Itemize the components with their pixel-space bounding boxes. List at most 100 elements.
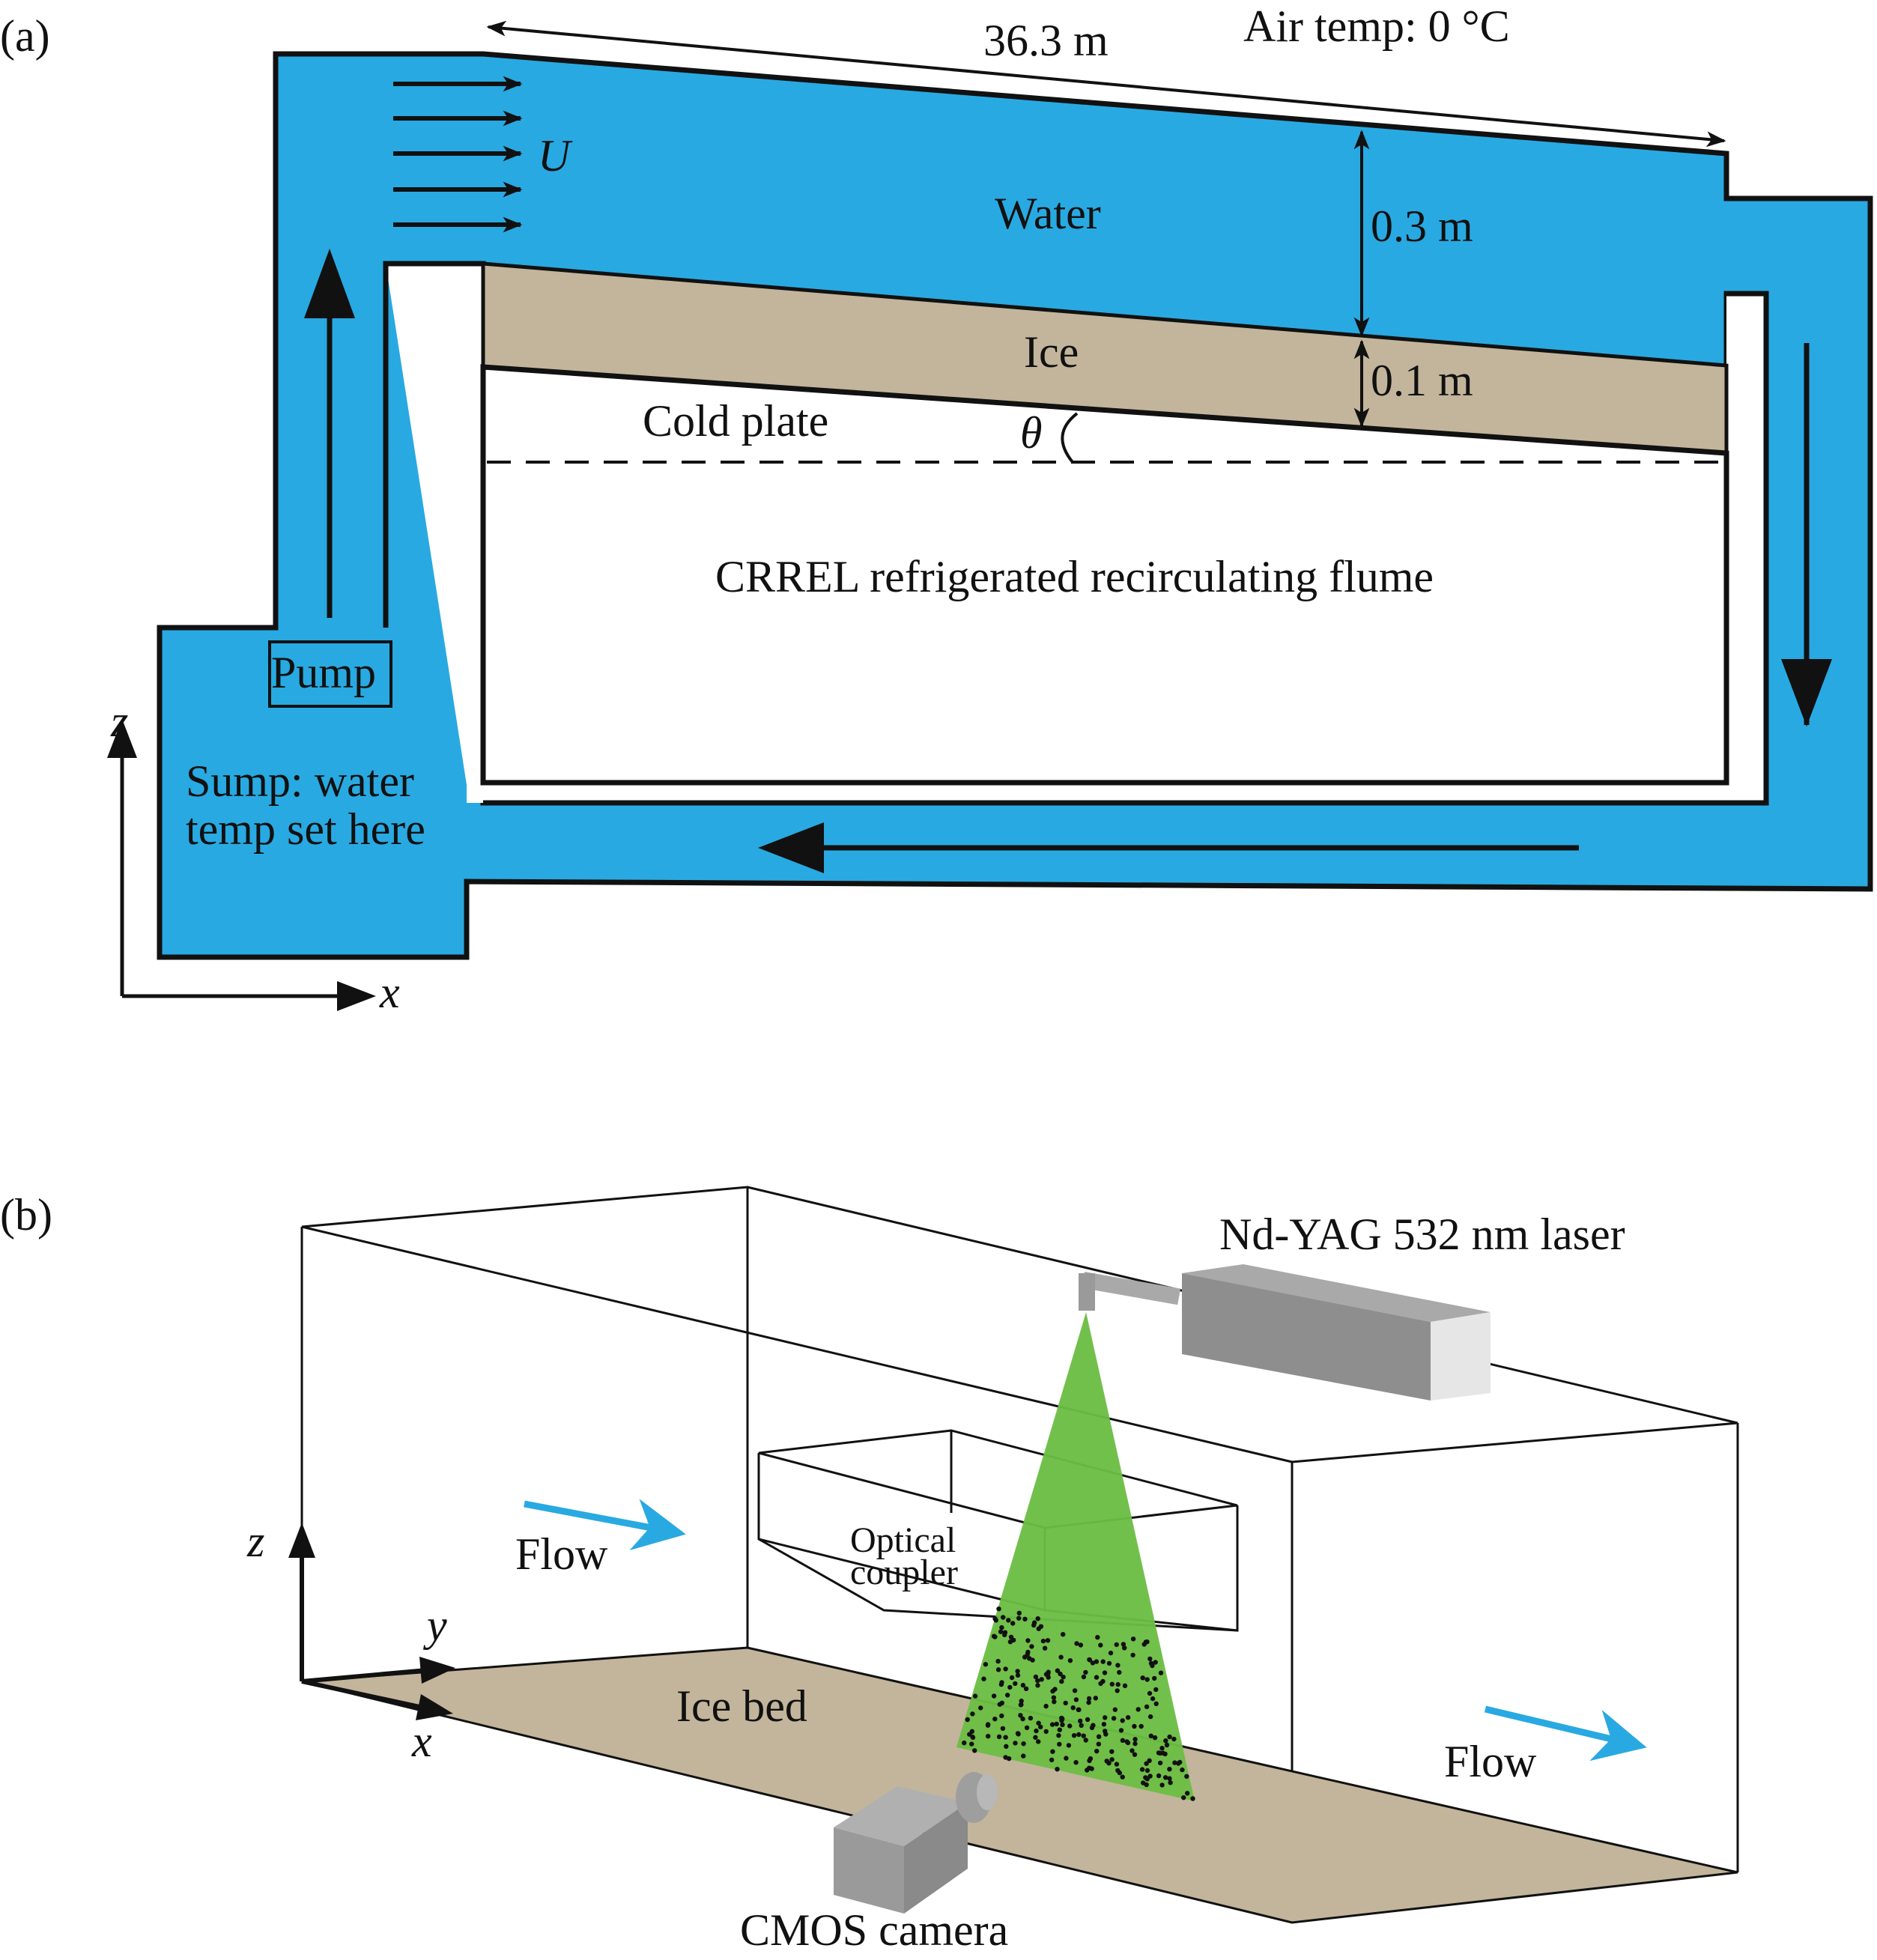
seeding-particle	[986, 1734, 991, 1739]
seeding-particle	[993, 1618, 999, 1623]
seeding-particle	[962, 1740, 967, 1746]
seeding-particle	[1112, 1707, 1118, 1712]
seeding-particle	[1046, 1669, 1051, 1675]
panel-b-tag: (b)	[0, 1190, 52, 1240]
seeding-particle	[1135, 1707, 1141, 1712]
seeding-particle	[1064, 1756, 1069, 1761]
seeding-particle	[1085, 1768, 1090, 1773]
seeding-particle	[1144, 1768, 1150, 1774]
seeding-particle	[1150, 1696, 1156, 1702]
seeding-particle	[1124, 1739, 1129, 1744]
seeding-particle	[1043, 1703, 1049, 1709]
seeding-particle	[1076, 1732, 1082, 1738]
seeding-particle	[1098, 1642, 1103, 1648]
seeding-particle	[1144, 1761, 1149, 1766]
seeding-particle	[1022, 1616, 1028, 1621]
panel-a: (a) θ 36.3 m Air temp: 0 °C U Water	[0, 1, 1873, 1017]
laser-nozzle	[1079, 1273, 1095, 1311]
seeding-particle	[1013, 1681, 1018, 1687]
seeding-particle	[1015, 1731, 1021, 1736]
inner-wall-bottom	[483, 291, 1769, 806]
seeding-particle	[1052, 1699, 1057, 1705]
seeding-particle	[1118, 1728, 1124, 1733]
seeding-particle	[1143, 1775, 1148, 1780]
seeding-particle	[1018, 1702, 1024, 1708]
seeding-particle	[1109, 1749, 1115, 1754]
seeding-particle	[1132, 1752, 1138, 1757]
seeding-particle	[1171, 1736, 1177, 1742]
axis-x-label: x	[379, 968, 400, 1017]
downflow-arrowhead	[1781, 659, 1832, 726]
laser-body-front	[1182, 1273, 1431, 1401]
axis-y-label-b: y	[422, 1601, 447, 1650]
seeding-particle	[1004, 1693, 1010, 1698]
seeding-particle	[1147, 1656, 1153, 1662]
seeding-particle	[999, 1713, 1004, 1719]
coupler-top-face	[758, 1429, 1238, 1529]
seeding-particle	[978, 1705, 983, 1711]
seeding-particle	[1167, 1767, 1172, 1772]
seeding-particle	[1036, 1720, 1041, 1726]
ice-label: Ice	[1024, 327, 1079, 377]
axis-z-arrowhead	[107, 719, 137, 758]
seeding-particle	[1156, 1773, 1162, 1779]
coupler-front-left-edge	[757, 1453, 1239, 1632]
seeding-particle	[998, 1629, 1004, 1634]
seeding-particle	[1021, 1753, 1026, 1759]
seeding-particle	[1158, 1670, 1164, 1675]
seeding-particle	[1181, 1795, 1186, 1800]
seeding-particle	[1024, 1725, 1030, 1731]
axis-y-arrowhead-b	[419, 1657, 455, 1684]
seeding-particle	[1115, 1681, 1121, 1687]
seeding-particle	[1093, 1696, 1099, 1701]
seeding-particle	[1055, 1668, 1061, 1673]
seeding-particle	[1117, 1669, 1122, 1675]
return-flow-arrowhead	[758, 822, 824, 873]
camera-body-top	[834, 1786, 968, 1846]
seeding-particle	[1078, 1642, 1084, 1648]
seeding-particle	[1089, 1725, 1095, 1731]
seeding-particle	[1094, 1748, 1100, 1754]
seeding-particle	[991, 1693, 997, 1699]
seeding-particle	[1003, 1755, 1008, 1760]
seeding-particle	[1086, 1700, 1091, 1705]
seeding-particle	[1140, 1675, 1145, 1681]
seeding-particle	[1159, 1746, 1165, 1751]
axis-x-label-b: x	[411, 1717, 432, 1766]
seeding-particle	[1031, 1620, 1037, 1625]
seeding-particle	[1058, 1654, 1064, 1660]
seeding-particle	[1109, 1681, 1115, 1687]
seeding-particle	[1120, 1774, 1125, 1780]
ice-thickness-label: 0.1 m	[1371, 356, 1473, 405]
seeding-particle	[1086, 1696, 1092, 1702]
seeding-particle	[1164, 1742, 1170, 1748]
seeding-particle	[1148, 1733, 1153, 1738]
seeding-particle	[1015, 1669, 1020, 1674]
seeding-particle	[1025, 1649, 1031, 1655]
seeding-particle	[1190, 1796, 1195, 1801]
seeding-particle	[1035, 1616, 1040, 1621]
camera-body-front	[834, 1827, 904, 1914]
cmos-camera	[834, 1772, 998, 1914]
seeding-particle	[1114, 1762, 1120, 1767]
inflow-arrows	[393, 76, 523, 233]
seeding-particle	[1089, 1766, 1094, 1771]
seeding-particle	[1016, 1615, 1022, 1621]
seeding-particle	[1122, 1645, 1127, 1651]
seeding-particle	[1103, 1729, 1108, 1734]
seeding-particle	[1153, 1701, 1159, 1706]
axis-z-label-b: z	[246, 1517, 264, 1566]
axis-y-arrow-b	[301, 1668, 428, 1684]
seeding-particle	[1120, 1718, 1125, 1723]
seeding-particles	[962, 1606, 1195, 1801]
seeding-particle	[1111, 1716, 1117, 1721]
seeding-particle	[999, 1624, 1004, 1630]
seeding-particle	[1162, 1751, 1168, 1757]
seeding-particle	[1094, 1675, 1100, 1680]
seeding-particle	[1125, 1715, 1131, 1720]
seeding-particle	[1138, 1723, 1144, 1729]
flow-arrow-right	[1484, 1705, 1647, 1762]
seeding-particle	[1185, 1791, 1190, 1796]
seeding-particle	[1001, 1615, 1006, 1620]
